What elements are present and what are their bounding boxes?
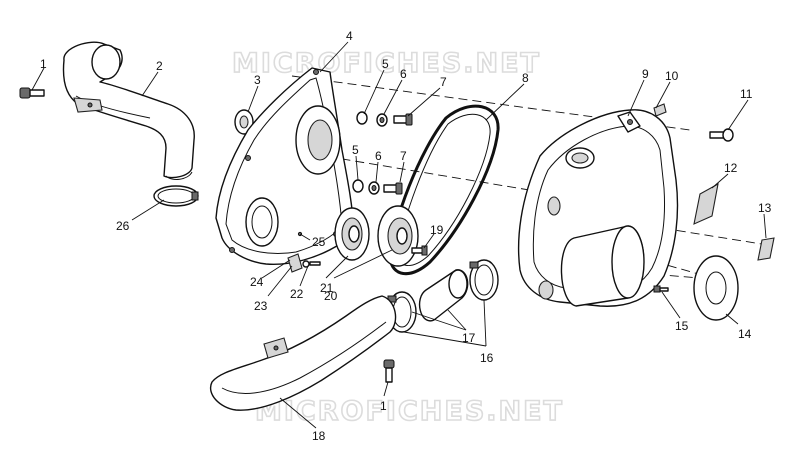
bolt-part-1-top bbox=[19, 87, 45, 99]
outer-cover-drum bbox=[560, 225, 645, 307]
inner-cover-part-4 bbox=[215, 67, 355, 266]
callout-24: 24 bbox=[250, 275, 264, 289]
callout-13: 13 bbox=[758, 201, 772, 215]
intake-duct-part bbox=[62, 41, 195, 180]
callout-26: 26 bbox=[116, 219, 130, 233]
callout-20: 20 bbox=[324, 289, 338, 303]
callout-17: 17 bbox=[462, 331, 476, 345]
sleeve-part-17 bbox=[418, 269, 469, 322]
callout-25: 25 bbox=[312, 235, 326, 249]
callout-18: 18 bbox=[312, 429, 326, 443]
callout-3: 3 bbox=[254, 73, 261, 87]
callout-6-lower: 6 bbox=[375, 149, 382, 163]
outlet-duct-part-18 bbox=[209, 295, 397, 411]
fastener-stack-lower bbox=[352, 179, 403, 195]
callout-12: 12 bbox=[724, 161, 738, 175]
callout-6-upper: 6 bbox=[400, 67, 407, 81]
callout-16: 16 bbox=[480, 351, 494, 365]
seal-part-21 bbox=[334, 207, 370, 261]
small-hardware-22-25 bbox=[287, 231, 321, 273]
callout-2: 2 bbox=[156, 59, 163, 73]
label-part-13 bbox=[757, 237, 775, 261]
callout-5-upper: 5 bbox=[382, 57, 389, 71]
callout-1-top: 1 bbox=[40, 57, 47, 71]
bolt-part-1-bottom bbox=[383, 359, 395, 383]
callout-11: 11 bbox=[740, 87, 753, 101]
callout-14: 14 bbox=[738, 327, 752, 341]
fastener-stack-upper bbox=[356, 111, 413, 127]
clamp-part-16-right bbox=[469, 259, 499, 301]
drive-belt-part-8 bbox=[388, 104, 500, 275]
callout-8: 8 bbox=[522, 71, 529, 85]
callout-4: 4 bbox=[346, 29, 353, 43]
callout-22: 22 bbox=[290, 287, 304, 301]
callout-9: 9 bbox=[642, 67, 649, 81]
watermark-top: MICROFICHES.NET bbox=[232, 48, 541, 79]
callout-7-lower: 7 bbox=[400, 149, 407, 163]
callout-10: 10 bbox=[665, 69, 679, 83]
callout-labels: 1 2 3 4 5 6 7 8 5 6 7 9 10 11 12 13 14 1… bbox=[40, 29, 772, 443]
callout-1-bottom: 1 bbox=[380, 399, 387, 413]
screw-part-19 bbox=[411, 245, 428, 256]
cap-part-14 bbox=[693, 255, 739, 321]
callout-5-lower: 5 bbox=[352, 143, 359, 157]
screw-part-15 bbox=[653, 285, 669, 293]
callout-19: 19 bbox=[430, 223, 444, 237]
bearing-plate-part-20 bbox=[377, 205, 419, 267]
callout-7-upper: 7 bbox=[440, 75, 447, 89]
leader-lines bbox=[31, 41, 767, 429]
label-part-12 bbox=[693, 182, 719, 225]
callout-15: 15 bbox=[675, 319, 689, 333]
watermark-bottom: MICROFICHES.NET bbox=[255, 396, 564, 427]
callout-23: 23 bbox=[254, 299, 268, 313]
callout-21: 21 bbox=[320, 281, 334, 295]
clamp-part-26 bbox=[153, 185, 199, 207]
bolt-part-11 bbox=[709, 128, 734, 142]
washer-part-3 bbox=[234, 109, 254, 135]
